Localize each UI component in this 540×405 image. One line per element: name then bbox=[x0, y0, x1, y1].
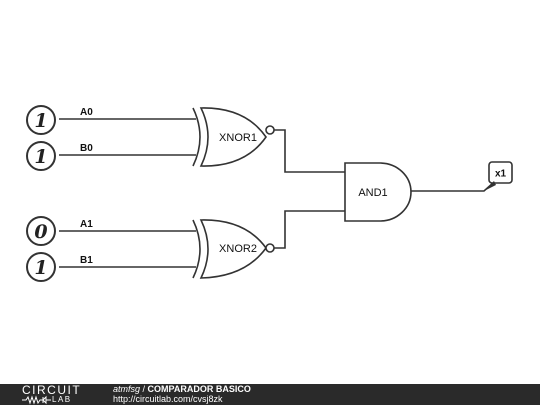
xnor1-gate[interactable]: XNOR1 bbox=[192, 107, 275, 167]
logo-text-bottom: LAB bbox=[52, 395, 72, 404]
output-label: x1 bbox=[495, 169, 507, 180]
input-value: 0 bbox=[34, 221, 47, 243]
wire-label-b0: B0 bbox=[80, 143, 93, 154]
circuit-info: atmfsg / COMPARADOR BASICO bbox=[113, 384, 251, 395]
circuit-url-link[interactable]: http://circuitlab.com/cvsj8zk bbox=[113, 394, 223, 404]
output-probe-x1[interactable]: x1 bbox=[484, 161, 513, 191]
wire-xnor2-and1 bbox=[274, 210, 345, 249]
wire-label-b1: B1 bbox=[80, 255, 93, 266]
input-value: 1 bbox=[34, 257, 47, 279]
input-source-b1[interactable]: 1 bbox=[26, 252, 56, 282]
input-source-b0[interactable]: 1 bbox=[26, 141, 56, 171]
wire-label-a0: A0 bbox=[80, 107, 93, 118]
footer-bar: CIRCUIT LAB atmfsg / COMPARADOR BASICO h… bbox=[0, 384, 540, 405]
title-separator: / bbox=[140, 384, 148, 394]
resistor-icon bbox=[22, 395, 51, 405]
wire-xnor1-and1 bbox=[274, 129, 345, 173]
wire-label-a1: A1 bbox=[80, 219, 93, 230]
circuitlab-logo[interactable]: CIRCUIT LAB bbox=[22, 383, 92, 405]
input-source-a1[interactable]: 0 bbox=[26, 216, 56, 246]
xnor2-label: XNOR2 bbox=[219, 243, 257, 255]
logo-text-top: CIRCUIT bbox=[22, 383, 82, 397]
input-source-a0[interactable]: 1 bbox=[26, 105, 56, 135]
author-link[interactable]: atmfsg bbox=[113, 384, 141, 394]
xnor2-gate[interactable]: XNOR2 bbox=[192, 219, 275, 279]
circuit-title[interactable]: COMPARADOR BASICO bbox=[147, 384, 251, 394]
and1-gate[interactable]: AND1 bbox=[344, 162, 412, 222]
xnor1-label: XNOR1 bbox=[219, 132, 257, 144]
wire-and1-output bbox=[411, 182, 494, 192]
schematic-canvas: 1 1 0 1 A0 B0 A1 B1 XNOR1 XNOR2 AND1 x1 bbox=[26, 105, 513, 282]
input-value: 1 bbox=[34, 146, 47, 168]
and1-label: AND1 bbox=[358, 187, 387, 199]
input-value: 1 bbox=[34, 110, 47, 132]
